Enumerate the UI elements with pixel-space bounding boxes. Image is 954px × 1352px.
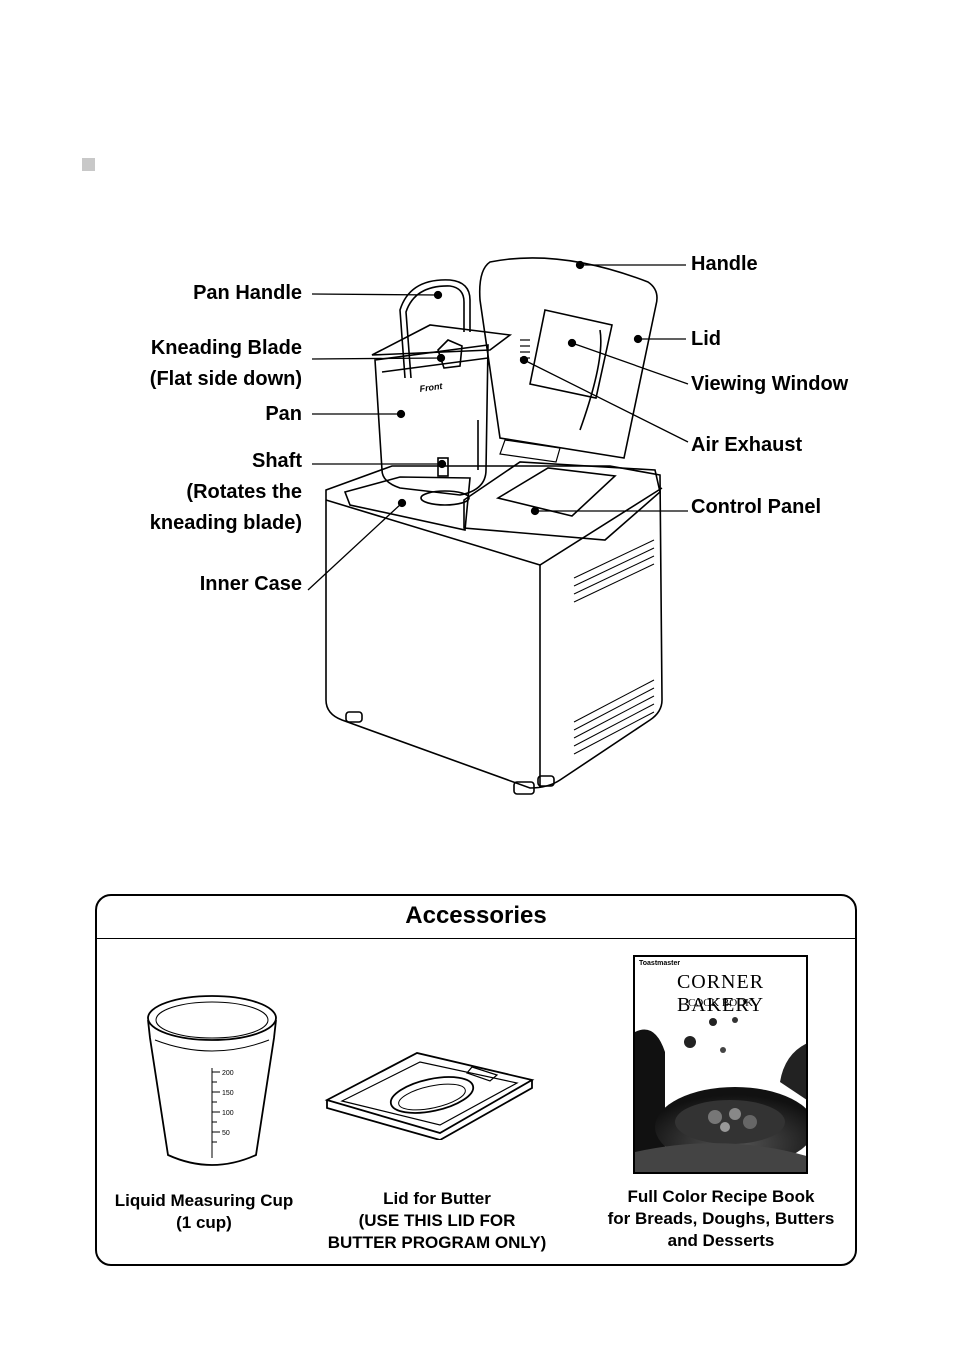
measuring-cup-image: 200 150 100 50 xyxy=(147,995,277,1166)
cup-scale-50: 50 xyxy=(222,1130,230,1137)
book-subtitle: COOK BOOK xyxy=(687,997,754,1009)
dot-shaft xyxy=(437,459,447,469)
control-housing xyxy=(463,461,661,541)
book-cover-photo xyxy=(635,1017,806,1172)
kneading-blade xyxy=(437,339,463,369)
pan-rim xyxy=(371,324,513,356)
dot-inner-case xyxy=(397,498,407,508)
accessories-divider xyxy=(97,938,855,939)
air-exhaust-slots xyxy=(520,339,530,359)
label-control-panel: Control Panel xyxy=(691,496,822,518)
accessories-title: Accessories xyxy=(405,902,547,929)
pan-base xyxy=(420,490,470,506)
body-outline xyxy=(325,465,663,789)
caption-recipe-book: Full Color Recipe Book for Breads, Dough… xyxy=(607,1187,835,1250)
book-title: CORNER BAKERY xyxy=(676,971,765,1016)
cup-scale-100: 100 xyxy=(222,1110,234,1117)
viewing-window-outline xyxy=(529,309,613,399)
caption-measuring-cup: Liquid Measuring Cup (1 cup) xyxy=(114,1191,294,1232)
cup-scale-200: 200 xyxy=(222,1070,234,1077)
inner-case-outline xyxy=(343,476,471,531)
foot-right xyxy=(537,775,555,787)
cup-scale-150: 150 xyxy=(222,1090,234,1097)
caption-butter-lid: Lid for Butter (USE THIS LID FOR BUTTER … xyxy=(327,1189,547,1252)
label-shaft: Shaft (Rotates the kneading blade) xyxy=(149,450,302,534)
lid-outline xyxy=(478,257,658,459)
label-handle: Handle xyxy=(691,253,758,275)
accessories-panel: Accessories xyxy=(95,894,857,1266)
dot-viewing-window xyxy=(567,338,577,348)
pan-front-mark: Front xyxy=(419,381,444,394)
dot-handle xyxy=(575,260,585,270)
dot-lid xyxy=(633,334,643,344)
dot-control-panel xyxy=(530,506,540,516)
section-bullet xyxy=(82,158,95,171)
label-inner-case: Inner Case xyxy=(199,573,302,595)
shaft-shape xyxy=(437,457,449,477)
book-brand-logo: Toastmaster xyxy=(639,960,681,967)
foot-left xyxy=(345,711,363,723)
label-lid: Lid xyxy=(691,328,721,350)
foot-front xyxy=(513,781,535,795)
pan-handle-wire xyxy=(399,279,471,379)
vents-lower xyxy=(573,679,655,755)
label-pan-handle: Pan Handle xyxy=(193,282,302,304)
label-air-exhaust: Air Exhaust xyxy=(691,434,803,456)
label-viewing-window: Viewing Window xyxy=(691,373,849,395)
label-kneading-blade: Kneading Blade (Flat side down) xyxy=(149,337,302,390)
label-pan: Pan xyxy=(265,403,302,425)
dot-pan-handle xyxy=(433,290,443,300)
recipe-book-image: Toastmaster CORNER BAKERY COOK BOOK xyxy=(633,955,808,1174)
dot-air-exhaust xyxy=(519,355,529,365)
bread-maker-diagram: Front xyxy=(307,257,689,795)
control-display xyxy=(495,467,617,517)
vents-upper xyxy=(573,539,655,603)
butter-lid-image xyxy=(324,1052,535,1140)
pan-body xyxy=(374,344,489,496)
dot-kneading-blade xyxy=(436,353,446,363)
dot-pan xyxy=(396,409,406,419)
